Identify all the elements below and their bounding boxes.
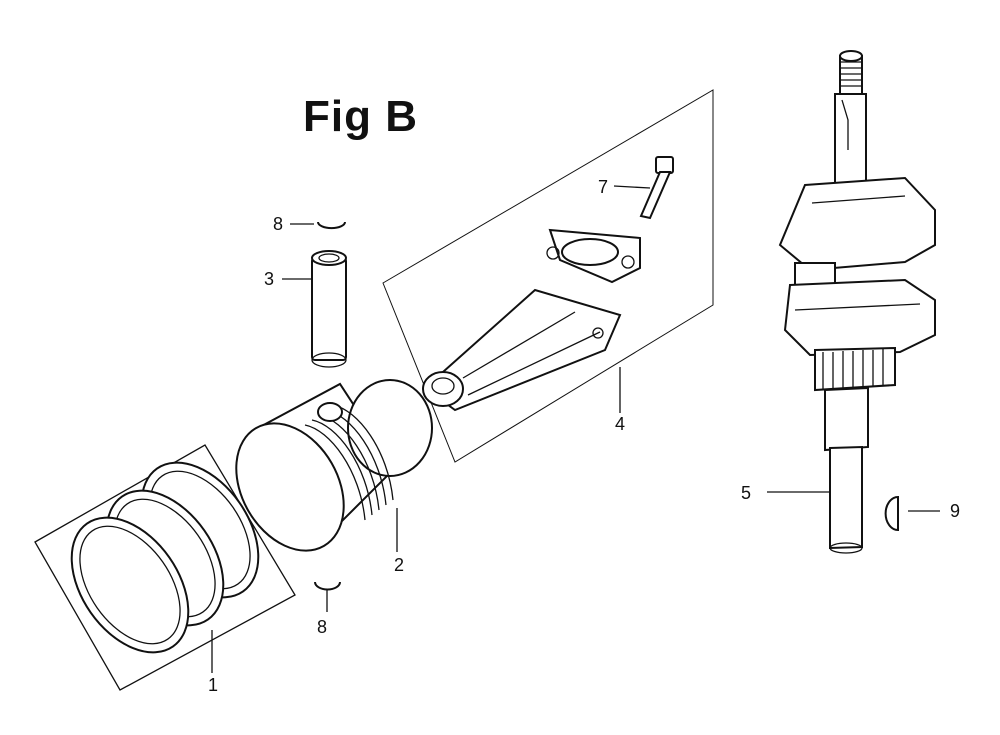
callout-3-piston-pin: 3 bbox=[264, 269, 275, 289]
figure-title: Fig B bbox=[303, 92, 418, 141]
callout-7-rod-bolt: 7 bbox=[598, 177, 609, 197]
callout-4-connecting-rod: 4 bbox=[615, 414, 626, 434]
connecting-rod-assembly bbox=[382, 89, 714, 463]
piston-ring-set bbox=[34, 444, 296, 691]
callout-1-ring-set: 1 bbox=[208, 675, 219, 695]
pin-clip-bottom bbox=[314, 581, 341, 612]
piston bbox=[235, 379, 433, 552]
callout-8-pin-clip-top: 8 bbox=[273, 214, 284, 234]
callout-9-woodruff-key: 9 bbox=[950, 501, 961, 521]
pin-clip-top bbox=[290, 221, 346, 230]
piston-pin bbox=[282, 250, 347, 368]
callout-8-pin-clip-bottom: 8 bbox=[317, 617, 328, 637]
callout-5-crankshaft: 5 bbox=[741, 483, 752, 503]
crankshaft bbox=[767, 50, 936, 554]
woodruff-key bbox=[884, 495, 940, 532]
rod-bolt bbox=[613, 156, 674, 220]
callout-2-piston: 2 bbox=[394, 555, 405, 575]
